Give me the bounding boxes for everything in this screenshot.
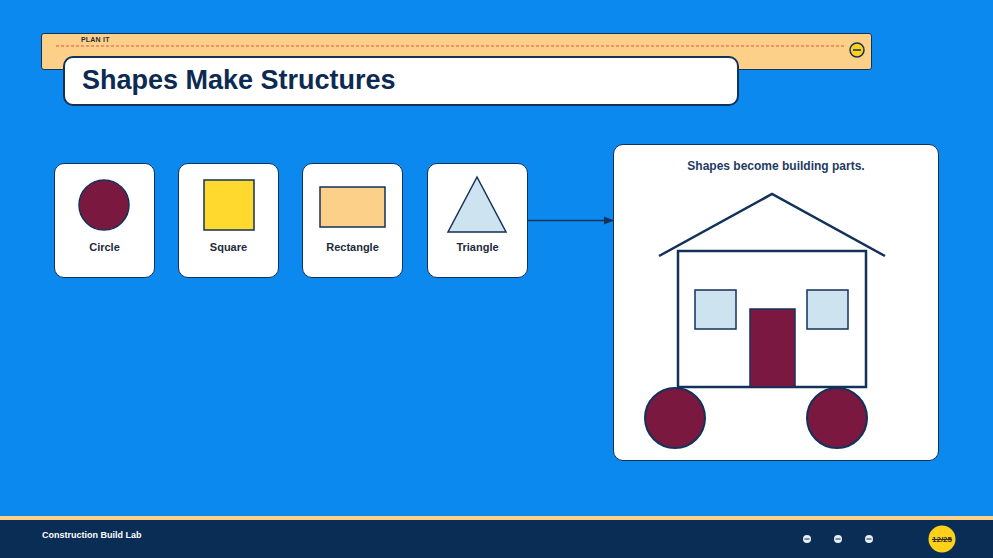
structure-panel: Shapes become building parts. [613, 144, 939, 461]
house-window [807, 290, 848, 329]
shape-card: Triangle [427, 163, 528, 278]
badge-circle [929, 526, 956, 553]
node-text: Construction Build Lab [42, 530, 993, 540]
nav-dot-mark [805, 539, 810, 540]
minus-sign [853, 49, 861, 51]
house-door [750, 309, 795, 387]
slide-title: Shapes Make Structures [63, 56, 739, 106]
node-text: Circle [89, 241, 120, 253]
connector-layer [528, 220, 613, 221]
node-text: Rectangle [326, 241, 379, 253]
shape-card: Square [178, 163, 279, 278]
nav-dot [803, 535, 811, 543]
house-window [695, 290, 736, 329]
nav-dot [865, 535, 873, 543]
circle-shape [79, 180, 129, 230]
rectangle-shape [320, 187, 385, 227]
nav-dot-mark [836, 539, 841, 540]
footer-band: Construction Build Lab12/25 [0, 516, 993, 558]
minus-button [850, 43, 864, 57]
triangle-shape [448, 177, 506, 232]
house-roof [659, 194, 885, 256]
node-text: PLAN IT [81, 36, 871, 43]
house-wheel [645, 388, 705, 448]
shape-card: Circle [54, 163, 155, 278]
node-text: Square [210, 241, 247, 253]
dashed-rule [56, 46, 846, 47]
node-text: Shapes become building parts. [614, 159, 938, 173]
shape-card: Rectangle [302, 163, 403, 278]
nav-dot [834, 535, 842, 543]
node-text: 12/25 [932, 535, 952, 544]
node-text: Triangle [456, 241, 498, 253]
house-body [678, 251, 866, 387]
house-wheel [807, 388, 867, 448]
flow-arrow [528, 220, 613, 222]
page-badge: 12/25 [928, 525, 956, 553]
square-shape [204, 180, 254, 230]
nav-dot-mark [867, 539, 872, 540]
